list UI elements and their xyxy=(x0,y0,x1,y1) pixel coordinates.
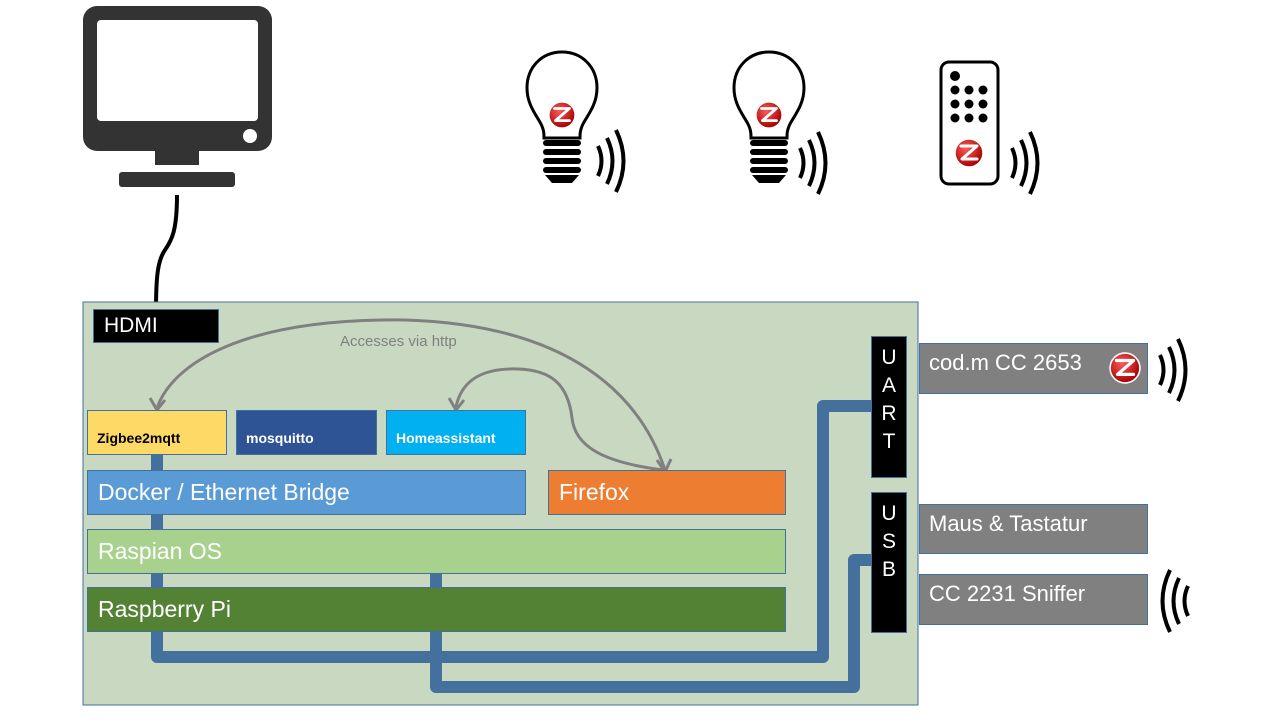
app-firefox: Firefox xyxy=(548,470,786,515)
app-firefox-label: Firefox xyxy=(559,479,630,505)
zigbee-logo-icon xyxy=(1109,352,1141,384)
hdmi-cable xyxy=(154,194,179,311)
wireless-signal-icon xyxy=(596,128,626,194)
uart-letter: U xyxy=(881,346,897,369)
http-arrow-firefox-zigbee2mqtt xyxy=(155,318,667,471)
device-maus-label: Maus & Tastatur xyxy=(929,511,1088,536)
layer-raspberry-pi: Raspberry Pi xyxy=(87,587,786,632)
wireless-signal-icon xyxy=(1010,130,1040,196)
layer-docker: Docker / Ethernet Bridge xyxy=(87,470,526,515)
layer-docker-label: Docker / Ethernet Bridge xyxy=(98,479,350,505)
uart-port: U A R T xyxy=(871,336,907,478)
zigbee-bulb-icon xyxy=(525,50,599,185)
device-codm-label: cod.m CC 2653 xyxy=(929,350,1082,375)
service-homeassistant-label: Homeassistant xyxy=(396,429,496,446)
zigbee-remote-icon xyxy=(939,60,1000,186)
uart-letter: R xyxy=(881,402,897,425)
zigbee-bulb-icon xyxy=(732,50,806,185)
layer-raspian-label: Raspian OS xyxy=(98,538,223,564)
service-zigbee2mqtt: Zigbee2mqtt xyxy=(87,410,227,455)
device-sniffer-label: CC 2231 Sniffer xyxy=(929,581,1086,606)
device-cc2231-sniffer: CC 2231 Sniffer xyxy=(919,574,1148,625)
layer-raspberry-label: Raspberry Pi xyxy=(98,596,231,622)
service-zigbee2mqtt-label: Zigbee2mqtt xyxy=(97,429,181,446)
monitor-icon xyxy=(83,6,272,187)
service-homeassistant: Homeassistant xyxy=(386,410,526,455)
layer-raspian-os: Raspian OS xyxy=(87,529,786,574)
service-mosquitto: mosquitto xyxy=(236,410,377,455)
hdmi-label: HDMI xyxy=(104,314,158,337)
http-access-note: Accesses via http xyxy=(340,333,457,350)
device-codm-cc2653: cod.m CC 2653 xyxy=(919,343,1148,394)
device-maus-tastatur: Maus & Tastatur xyxy=(919,504,1148,554)
service-mosquitto-label: mosquitto xyxy=(246,429,314,446)
hdmi-port: HDMI xyxy=(93,309,219,343)
uart-letter: A xyxy=(881,374,896,397)
wireless-signal-icon xyxy=(1160,568,1190,634)
http-arrow-firefox-homeassistant xyxy=(454,367,664,472)
usb-cable xyxy=(430,554,873,693)
usb-letter: U xyxy=(881,502,897,525)
usb-port: U S B xyxy=(871,492,907,633)
uart-letter: T xyxy=(882,430,896,453)
usb-letter: B xyxy=(881,558,896,581)
wireless-signal-icon xyxy=(1158,337,1188,403)
wireless-signal-icon xyxy=(798,130,828,196)
usb-letter: S xyxy=(881,530,896,553)
